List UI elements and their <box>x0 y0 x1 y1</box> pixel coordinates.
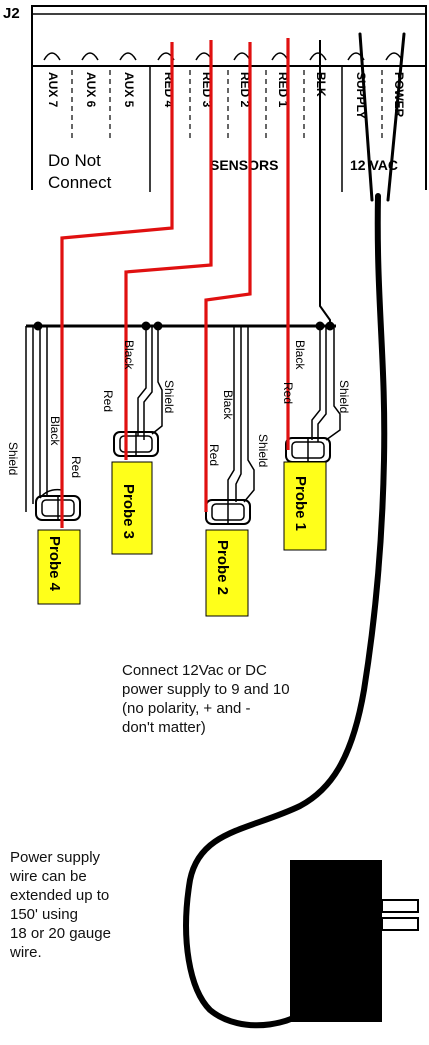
terminal-screws <box>43 52 403 61</box>
black-label-1: Black <box>293 340 307 370</box>
red-label-4: Red <box>69 456 83 478</box>
adapter-body <box>290 860 382 1022</box>
probe-4-body <box>37 529 81 605</box>
black-label-3: Black <box>122 340 136 370</box>
red-wire-2 <box>204 42 252 512</box>
shield-label-1: Shield <box>337 380 351 413</box>
shield-label-4: Shield <box>6 442 20 475</box>
wire-labels: Shield Black Red Black Red Shield Black … <box>6 340 351 478</box>
red-sensor-wires <box>60 38 290 528</box>
probe-3-label: Probe 3 <box>120 484 137 539</box>
terminal-block: J2 AUX 7 AUX 6 AUX 5 RED 4 RED 3 RED 2 <box>3 5 427 192</box>
group-label-power: 12 VAC <box>350 157 398 173</box>
group-label-sensors: SENSORS <box>210 157 278 173</box>
probe-4-label: Probe 4 <box>46 536 63 592</box>
terminal-label-aux6: AUX 6 <box>84 72 98 108</box>
adapter-prong-bottom <box>381 917 419 931</box>
shield-label-3: Shield <box>162 380 176 413</box>
group-label-do-not-connect: Do Not Connect <box>48 151 112 192</box>
terminal-label-red4: RED 4 <box>162 72 176 108</box>
probe-3-body <box>111 461 153 555</box>
probe-2-cable <box>205 326 255 525</box>
black-label-4: Black <box>48 416 62 446</box>
probe-1-cable <box>285 326 341 463</box>
red-wire-3 <box>124 40 213 460</box>
red-wire-4 <box>60 42 174 528</box>
shield-label-2: Shield <box>256 434 270 467</box>
probe-2-label: Probe 2 <box>214 540 231 595</box>
probes: Probe 4 Probe 3 Probe 2 Probe 1 <box>37 461 327 617</box>
power-adapter <box>290 860 419 1022</box>
power-cord <box>183 32 406 1029</box>
connector-label: J2 <box>3 5 20 22</box>
probe-1-body <box>283 461 327 551</box>
black-label-2: Black <box>221 390 235 420</box>
terminal-label-aux5: AUX 5 <box>122 72 136 108</box>
terminal-block-top <box>31 5 427 67</box>
terminal-label-aux7: AUX 7 <box>46 72 60 108</box>
probe-4-cable <box>25 326 81 521</box>
common-bus <box>26 40 336 331</box>
adapter-prong-top <box>381 899 419 913</box>
red-label-1: Red <box>281 382 295 404</box>
power-connection-note: Connect 12Vac or DC power supply to 9 an… <box>122 662 290 736</box>
red-label-3: Red <box>101 390 115 412</box>
wire-length-note: Power supply wire can be extended up to … <box>10 849 111 961</box>
probe-3-cable <box>113 326 163 457</box>
red-label-2: Red <box>207 444 221 466</box>
probe-1-label: Probe 1 <box>292 476 309 531</box>
probe-2-body <box>205 529 249 617</box>
